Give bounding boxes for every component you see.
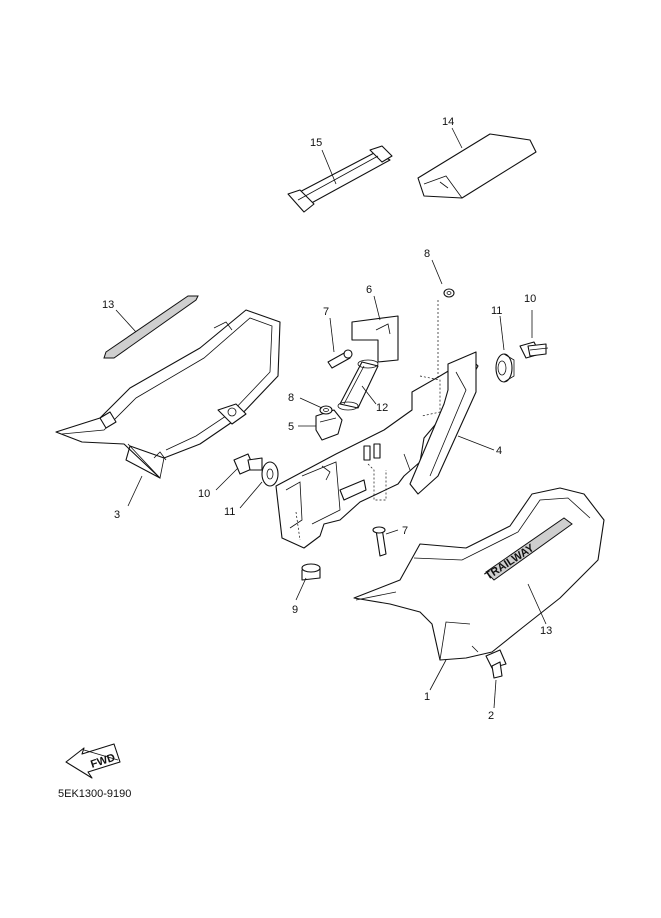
part-11-grommet-upper (495, 353, 515, 383)
part-7-screw-lower (372, 526, 387, 557)
fwd-arrow-icon: FWD (65, 743, 121, 779)
bracket-panel (275, 357, 479, 549)
callout-4: 4 (496, 445, 502, 457)
callout-10-upper: 10 (524, 293, 536, 305)
callouts: 15 14 13 3 6 7 8 11 10 8 5 12 4 10 11 7 … (102, 116, 552, 722)
part-14-bag (417, 133, 537, 199)
callout-5: 5 (288, 421, 294, 433)
part-6-small-bracket (351, 315, 399, 363)
callout-8-lower: 8 (288, 392, 294, 404)
part-7-screw-upper (327, 349, 353, 369)
callout-8-upper: 8 (424, 248, 430, 260)
callout-3: 3 (114, 509, 120, 521)
callout-6: 6 (366, 284, 372, 296)
callout-11-lower: 11 (224, 506, 235, 518)
part-12-band (337, 359, 379, 411)
callout-7-lower: 7 (402, 525, 408, 537)
callout-11-upper: 11 (491, 305, 502, 317)
part-15-strap (287, 145, 393, 213)
callout-13-left: 13 (102, 299, 114, 311)
part-13-decal-left (103, 295, 199, 359)
part-11-grommet-lower (261, 461, 279, 487)
part-8-washer-lower (319, 405, 333, 415)
part-2-bolt (485, 649, 507, 679)
callout-15: 15 (310, 137, 322, 149)
part-3-left-side-cover (55, 309, 281, 479)
callout-13-right: 13 (540, 625, 552, 637)
part-4-bracket (409, 351, 477, 495)
part-9-grommet (301, 563, 321, 581)
part-10-bolt-lower (233, 453, 263, 475)
leader-lines (115, 127, 547, 709)
callout-10-lower: 10 (198, 488, 210, 500)
callout-12: 12 (376, 402, 388, 414)
part-8-washer-upper (443, 288, 455, 298)
part-10-bolt-upper (519, 341, 549, 359)
callout-9: 9 (292, 604, 298, 616)
callout-1: 1 (424, 691, 430, 703)
part-5-clip (315, 409, 343, 441)
callout-2: 2 (488, 710, 494, 722)
callout-14: 14 (442, 116, 454, 128)
callout-7-upper: 7 (323, 306, 329, 318)
part-1-right-side-cover: TRAILWAY (353, 487, 605, 661)
diagram-code: 5EK1300-9190 (58, 788, 131, 800)
